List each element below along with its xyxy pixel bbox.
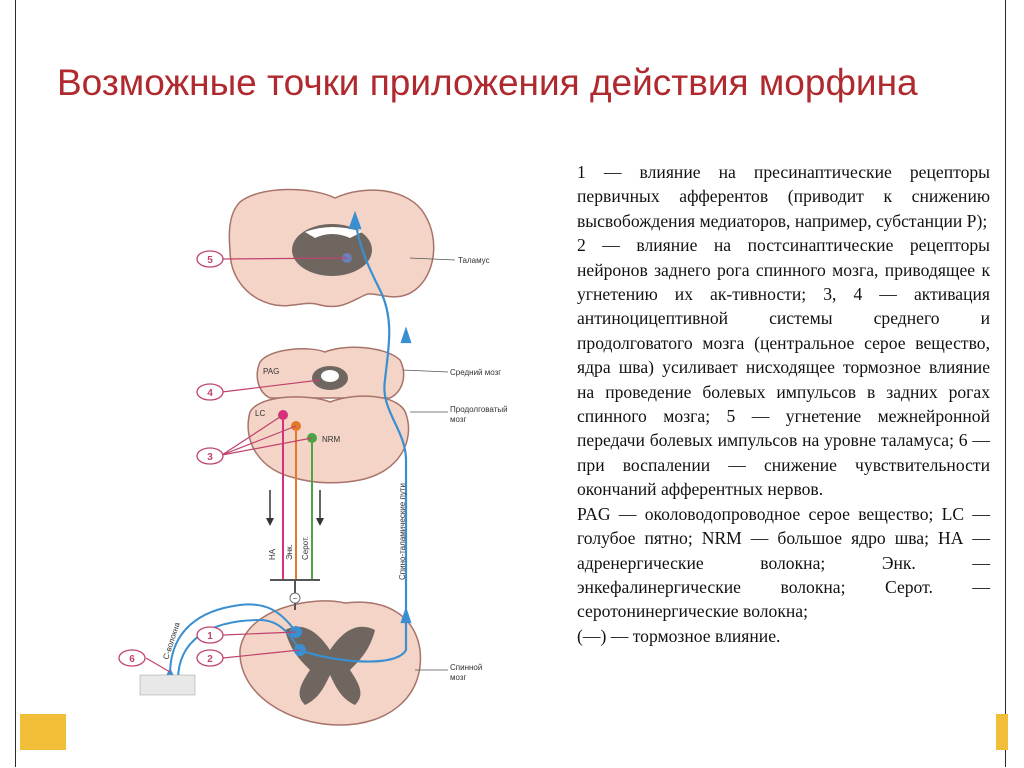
label-lc: LC (255, 409, 265, 418)
label-spinothalamic-tract: Спино-таламические пути (398, 483, 407, 580)
inhibition-marker (289, 592, 301, 604)
diagram-label: 5 (207, 255, 213, 266)
diagram-label: 4 (207, 388, 213, 399)
diagram-label: 2 (207, 654, 213, 665)
label-nrm: NRM (322, 435, 341, 444)
label-serot: Серот. (301, 536, 310, 560)
description-paragraph-4: (—) — тормозное влияние. (577, 625, 781, 646)
label-na: НА (268, 548, 277, 560)
description-paragraph-1: 1 — влияние на пресинаптические рецептор… (577, 162, 990, 231)
marker-leaders (145, 257, 348, 673)
label-c-fiber: С-волокна (161, 621, 182, 661)
morphine-action-diagram: 5 4 3 1 2 6 Таламус Средний мозг Продолг… (118, 188, 508, 726)
label-thalamus: Таламус (458, 256, 490, 265)
corner-decoration-right (996, 714, 1008, 750)
label-inhibition: − (293, 594, 298, 603)
spinal-cord-section (239, 600, 422, 726)
label-spinal-1: Спинной (450, 663, 482, 672)
skin-patch (139, 674, 196, 696)
label-spinal-2: мозг (450, 673, 467, 682)
marker-1: 1 (196, 626, 224, 644)
description-text: 1 — влияние на пресинаптические рецептор… (577, 160, 990, 648)
medulla-section (247, 395, 410, 484)
brain-section (228, 188, 435, 308)
slide-title: Возможные точки приложения действия морф… (57, 62, 918, 103)
marker-5: 5 (196, 250, 224, 268)
marker-6: 6 (118, 649, 146, 667)
diagram-label: 3 (207, 452, 213, 463)
description-paragraph-3: PAG — околоводопроводное серое вещество;… (577, 503, 990, 622)
slide-frame (15, 0, 1006, 767)
label-pag: PAG (263, 367, 279, 376)
midbrain-section (256, 346, 405, 399)
corner-decoration-left (20, 714, 66, 750)
marker-3: 3 (196, 447, 224, 465)
spinothalamic-pathway (299, 210, 412, 663)
label-medulla-2: мозг (450, 415, 467, 424)
label-midbrain: Средний мозг (450, 368, 501, 377)
label-medulla-1: Продолговатый (450, 405, 508, 414)
marker-2: 2 (196, 649, 224, 667)
label-enk: Энк. (285, 544, 294, 560)
marker-4: 4 (196, 383, 224, 401)
description-paragraph-2: 2 — влияние на постсинаптические рецепто… (577, 235, 990, 500)
diagram-label: 6 (129, 654, 135, 665)
descending-fibers (266, 420, 324, 610)
diagram-label: 1 (207, 631, 213, 642)
